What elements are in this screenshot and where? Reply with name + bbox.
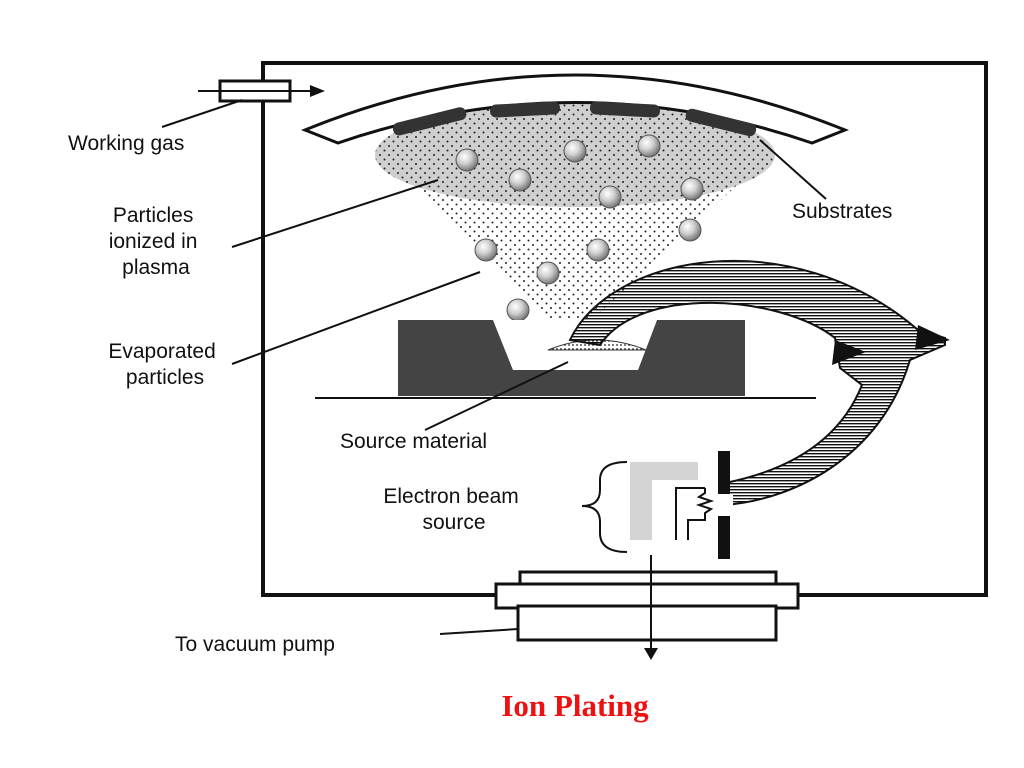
label-evaporated-particles: Evaporated particles (108, 340, 221, 389)
electron-beam-source (581, 451, 733, 559)
pump-outlet-arrow (644, 555, 658, 660)
gas-inlet-icon (198, 79, 325, 103)
resistor-icon (687, 488, 715, 540)
label-working-gas: Working gas (68, 132, 184, 155)
substrates (392, 101, 757, 137)
label-electron-beam-source: Electron beam source (383, 485, 524, 534)
pump-flange-icon (494, 570, 800, 642)
leader-lines (161, 99, 827, 635)
label-vacuum-pump: To vacuum pump (175, 633, 335, 656)
label-source-material: Source material (340, 430, 487, 453)
curved-arrow-icon (568, 259, 950, 507)
slide-caption: Ion Plating (501, 688, 649, 723)
label-substrates: Substrates (792, 200, 892, 223)
particles (455, 134, 704, 322)
brace (581, 461, 628, 553)
substrate-holder (300, 73, 850, 145)
label-particles-ionized: Particles ionized in plasma (109, 204, 204, 279)
